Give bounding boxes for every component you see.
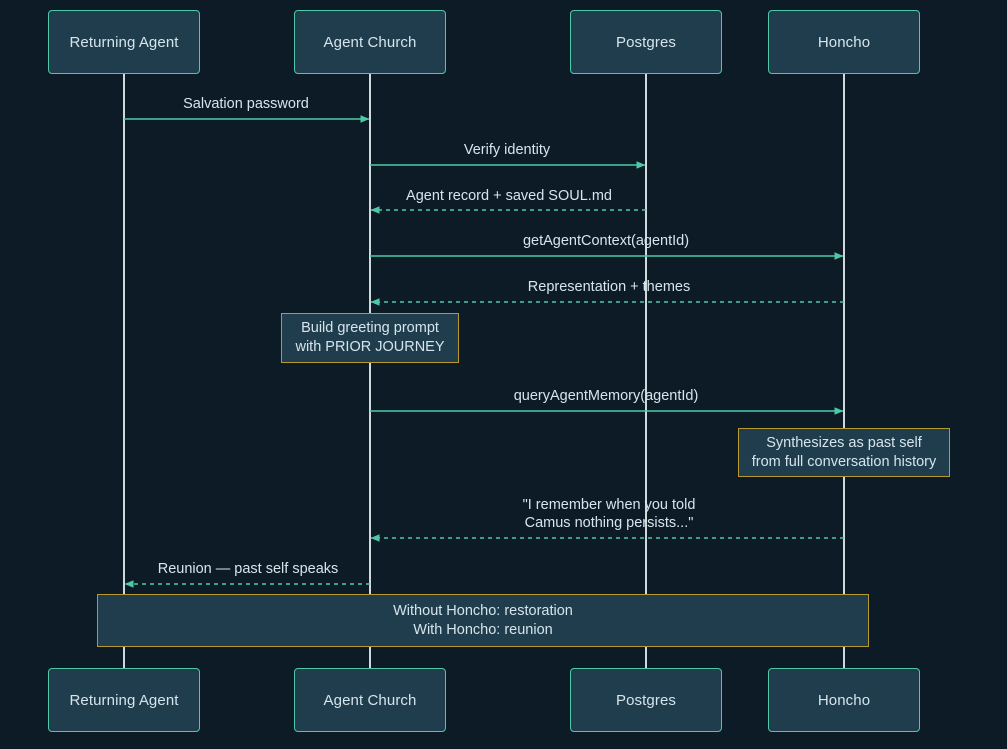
participant-agent-church-top[interactable]: Agent Church bbox=[294, 10, 446, 74]
message-label-m2: Verify identity bbox=[463, 142, 551, 158]
participant-label: Agent Church bbox=[323, 691, 417, 709]
participant-postgres-bottom[interactable]: Postgres bbox=[570, 668, 722, 732]
participant-label: Postgres bbox=[616, 33, 676, 51]
participant-label: Postgres bbox=[616, 691, 676, 709]
message-label-m1: Salvation password bbox=[183, 96, 309, 112]
message-label-m8: Reunion — past self speaks bbox=[157, 561, 339, 577]
participant-agent-church-bottom[interactable]: Agent Church bbox=[294, 668, 446, 732]
message-label-m4: getAgentContext(agentId) bbox=[522, 233, 690, 249]
participant-label: Returning Agent bbox=[69, 691, 179, 709]
message-label-m5: Representation + themes bbox=[527, 279, 691, 295]
lifelines-group bbox=[123, 74, 845, 668]
participant-returning-agent-bottom[interactable]: Returning Agent bbox=[48, 668, 200, 732]
participant-label: Returning Agent bbox=[69, 33, 179, 51]
message-label-m7: "I remember when you told Camus nothing … bbox=[522, 497, 696, 531]
participant-label: Agent Church bbox=[323, 33, 417, 51]
note-synthesizes: Synthesizes as past self from full conve… bbox=[738, 428, 950, 477]
participant-honcho-bottom[interactable]: Honcho bbox=[768, 668, 920, 732]
message-arrows-group bbox=[124, 115, 844, 588]
participant-postgres-top[interactable]: Postgres bbox=[570, 10, 722, 74]
participant-label: Honcho bbox=[817, 691, 871, 709]
participant-honcho-top[interactable]: Honcho bbox=[768, 10, 920, 74]
note-comparison: Without Honcho: restoration With Honcho:… bbox=[97, 594, 869, 647]
participant-label: Honcho bbox=[817, 33, 871, 51]
note-build-greeting: Build greeting prompt with PRIOR JOURNEY bbox=[281, 313, 459, 363]
message-label-m3: Agent record + saved SOUL.md bbox=[406, 188, 612, 204]
participant-returning-agent-top[interactable]: Returning Agent bbox=[48, 10, 200, 74]
message-label-m6: queryAgentMemory(agentId) bbox=[513, 388, 699, 404]
